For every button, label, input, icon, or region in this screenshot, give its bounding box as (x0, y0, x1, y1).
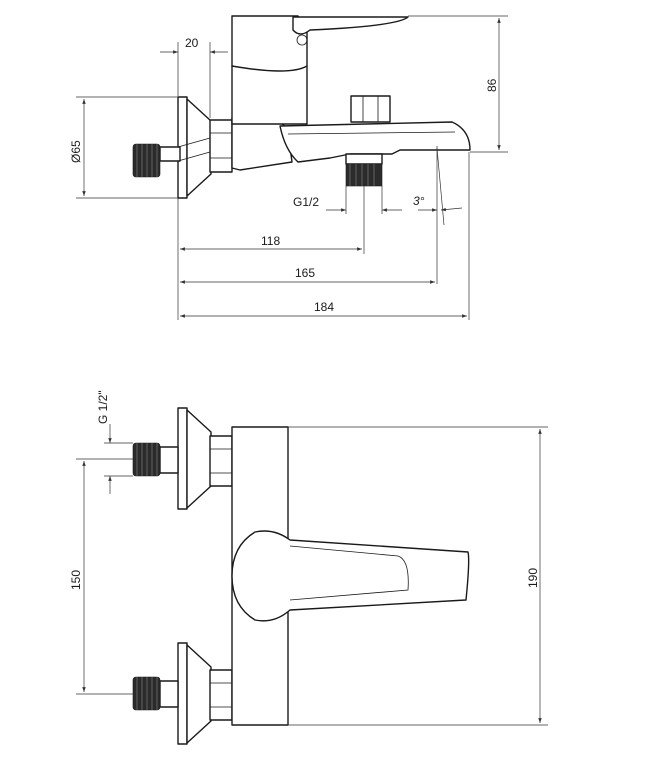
inlet-thread-bottom (132, 676, 161, 711)
lever-handle-side (292, 16, 409, 35)
mixer-body-front (231, 426, 470, 726)
dim-d65-label: Ø65 (69, 140, 83, 163)
dim-86-label: 86 (485, 78, 499, 92)
dim-165: 165 (180, 266, 435, 284)
dim-d65: Ø65 (69, 96, 178, 199)
inlet-thread-side (132, 143, 161, 178)
dim-190: 190 (288, 426, 548, 726)
outlet-thread-side (345, 163, 383, 187)
dim-165-label: 165 (295, 266, 315, 280)
dim-184: 184 (180, 152, 470, 320)
dim-118-label: 118 (261, 234, 280, 248)
diverter-knob (350, 95, 391, 123)
dim-184-label: 184 (314, 300, 334, 314)
dim-150: 150 (69, 458, 133, 695)
dim-190-label: 190 (526, 568, 540, 588)
dim-g12-label: G1/2 (293, 195, 319, 209)
side-view: 20 86 Ø65 G1/2 (69, 15, 508, 320)
mixer-body-side (231, 15, 471, 187)
top-connector (132, 407, 233, 510)
inlet-thread-top (132, 442, 161, 477)
dim-150-label: 150 (69, 570, 83, 590)
dim-20: 20 (160, 36, 228, 118)
dim-angle: 3° (413, 146, 463, 284)
dim-g12-inlet: G 1/2" (96, 390, 133, 494)
hex-nut-side (209, 119, 233, 173)
dim-g12-outlet: G1/2 (293, 186, 402, 214)
dim-angle-label: 3° (413, 194, 425, 208)
bottom-connector (132, 642, 233, 745)
dim-g12-inlet-label: G 1/2" (96, 390, 110, 424)
lever-handle-front (231, 530, 470, 622)
front-view: G 1/2" 150 190 (69, 390, 548, 745)
dim-118: 118 (177, 186, 365, 320)
wall-flange (177, 96, 212, 199)
dim-86: 86 (408, 15, 508, 153)
dim-20-label: 20 (185, 36, 199, 50)
eccentric-connector (132, 137, 211, 178)
